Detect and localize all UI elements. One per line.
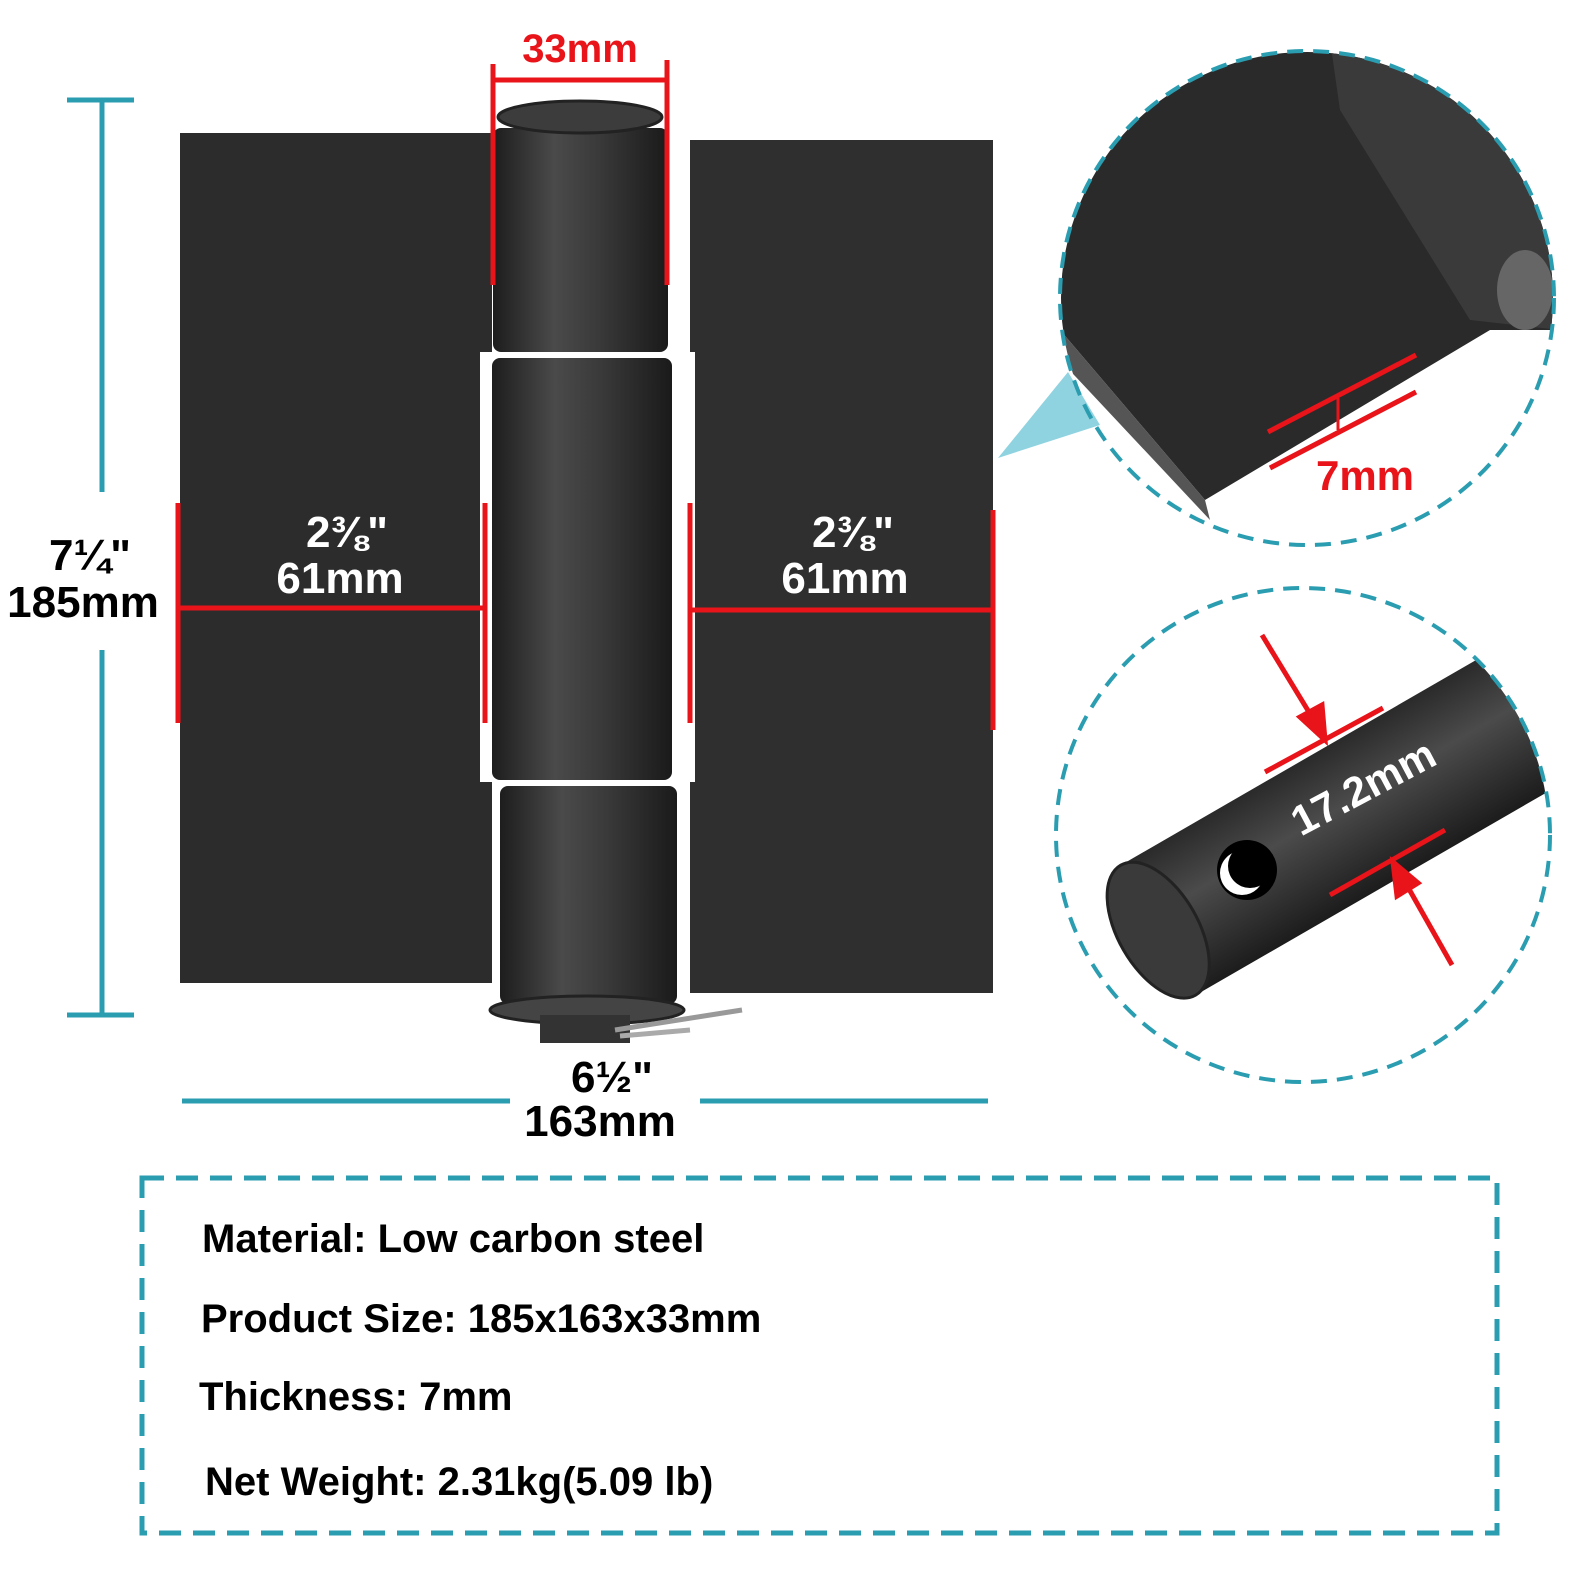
- thickness-detail-label: 7mm: [1316, 452, 1414, 499]
- left-leaf-mm-label: 61mm: [276, 554, 403, 603]
- callout-pointer: [998, 372, 1100, 458]
- spec-net-weight: Net Weight: 2.31kg(5.09 lb): [205, 1460, 713, 1504]
- width-mm-label: 163mm: [524, 1097, 676, 1146]
- bottom-knuckle: [500, 786, 677, 1004]
- right-leaf-in-label: 2⅜": [812, 508, 894, 557]
- left-leaf-dimension: [175, 503, 488, 723]
- left-leaf-in-label: 2⅜": [306, 508, 388, 557]
- pin-detail-circle: [1054, 586, 1552, 1084]
- cotter-pin: [614, 1007, 743, 1033]
- thickness-marker: [1266, 352, 1418, 471]
- pin-diameter-marker: [1259, 633, 1455, 967]
- left-leaf: [180, 133, 492, 983]
- pin-head: [496, 99, 664, 135]
- right-leaf-dimension: [687, 503, 996, 730]
- pin-detail-photo: [1105, 640, 1549, 1000]
- pin-width-label: 33mm: [522, 27, 638, 71]
- spec-thickness: Thickness: 7mm: [199, 1375, 512, 1419]
- right-leaf: [690, 140, 993, 993]
- height-mm-label: 185mm: [7, 578, 159, 627]
- spec-box: [139, 1175, 1500, 1536]
- thickness-detail-photo: [1061, 52, 1553, 520]
- top-knuckle: [493, 128, 668, 352]
- hinge-photo: [180, 99, 993, 1043]
- spec-material: Material: Low carbon steel: [202, 1217, 704, 1261]
- thickness-detail-circle: [1058, 49, 1556, 547]
- right-leaf-mm-label: 61mm: [781, 554, 908, 603]
- height-dimension: [67, 97, 134, 1018]
- pin-width-dimension: [490, 60, 670, 285]
- height-in-label: 7¼": [49, 531, 131, 580]
- spec-product-size: Product Size: 185x163x33mm: [201, 1297, 761, 1341]
- width-in-label: 6½": [571, 1053, 653, 1102]
- middle-knuckle: [492, 358, 672, 780]
